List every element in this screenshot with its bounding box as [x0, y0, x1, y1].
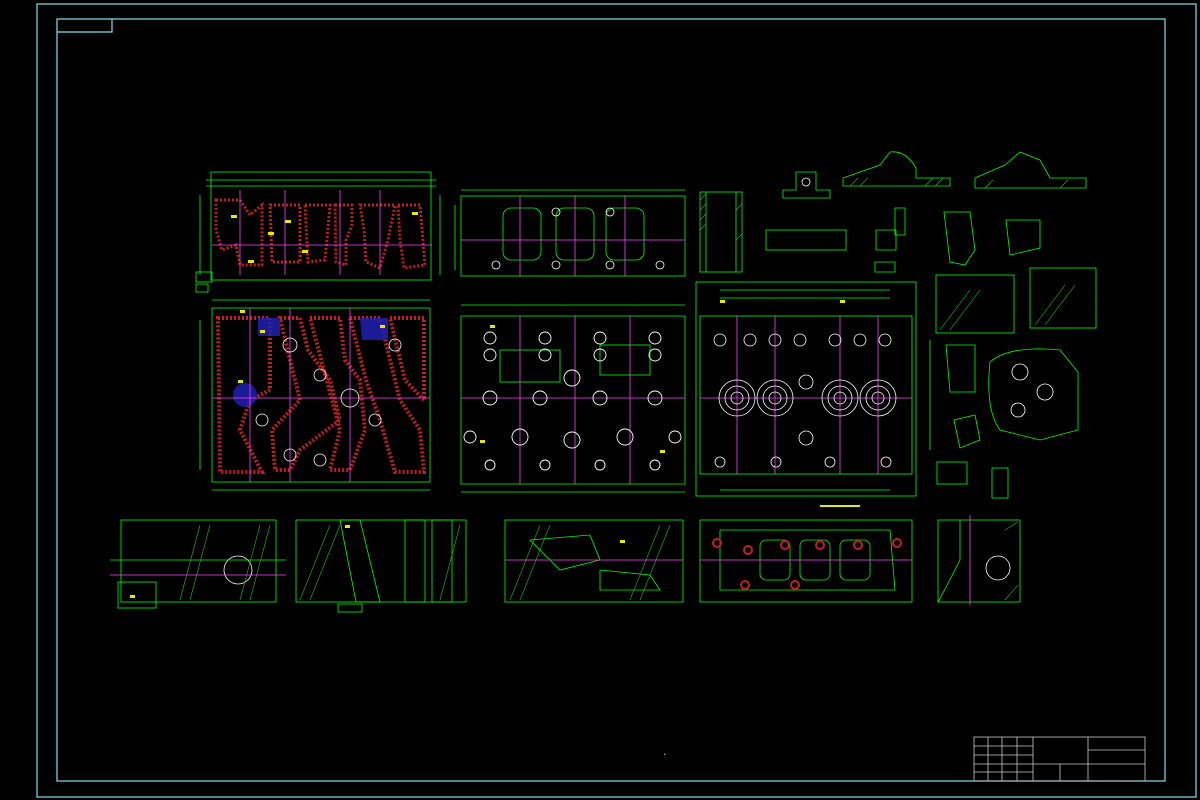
view-plan-middle[interactable] [460, 304, 686, 493]
view-section-bottom-3[interactable] [504, 519, 684, 603]
view-section-bottom-4[interactable] [699, 519, 913, 603]
view-section-bottom-2[interactable] [295, 519, 467, 613]
sheet-frame [36, 3, 1197, 798]
title-block[interactable] [973, 736, 1146, 782]
view-side-narrow[interactable] [699, 191, 743, 273]
view-section-bottom-5[interactable] [937, 515, 1021, 605]
sheet-caption: . [662, 748, 668, 758]
detail-hatch-top-right [849, 177, 1076, 331]
view-top-middle[interactable] [454, 189, 686, 277]
detail-views-top-right[interactable] [765, 151, 1097, 499]
view-section-top-left[interactable] [195, 171, 441, 293]
view-plan-right[interactable] [695, 281, 931, 497]
view-section-bottom-1[interactable] [110, 519, 286, 609]
view-section-main-left[interactable] [199, 299, 431, 491]
dimension-marks [130, 300, 860, 598]
